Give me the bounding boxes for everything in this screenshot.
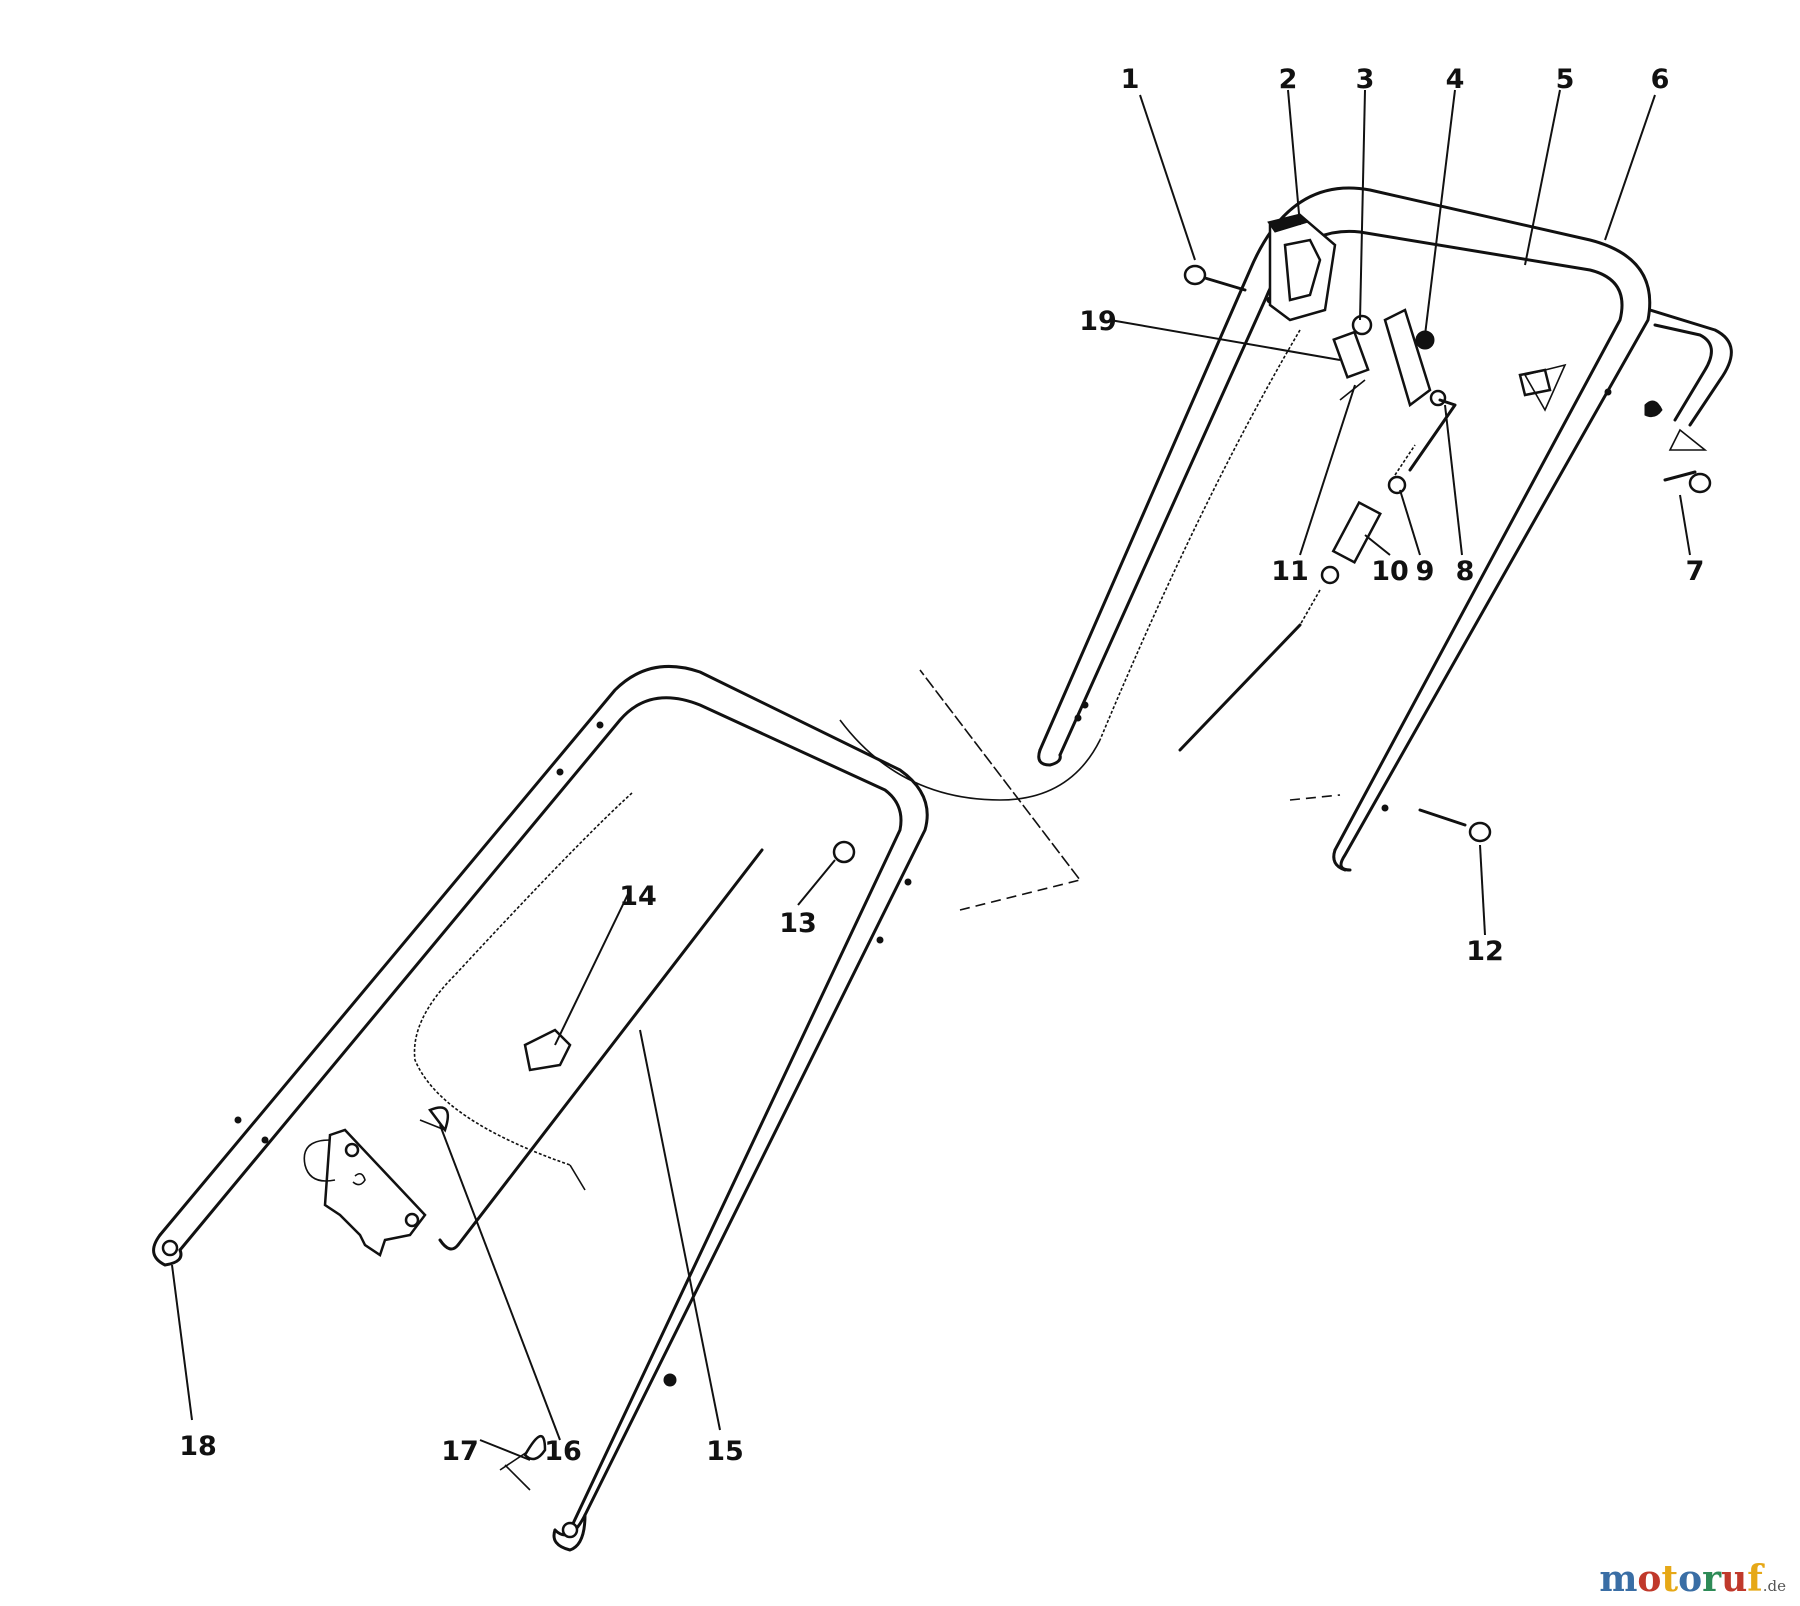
bolt-1 [1183, 264, 1247, 292]
control-bracket [1267, 213, 1337, 322]
callout-13: 13 [779, 908, 817, 939]
callout-16: 16 [544, 1436, 582, 1467]
callout-10: 10 [1371, 556, 1409, 587]
nut [832, 840, 856, 864]
callout-2: 2 [1279, 64, 1298, 95]
watermark-letter: o [1637, 1558, 1662, 1600]
callout-11: 11 [1271, 556, 1309, 587]
watermark-letter: o [1678, 1558, 1703, 1600]
watermark-logo: motoruf.de [1599, 1558, 1786, 1600]
watermark-letter: t [1661, 1558, 1679, 1600]
control-rod [438, 848, 764, 1251]
assembly-guide-line [919, 669, 1082, 911]
control-cable-lower [413, 792, 633, 1191]
watermark-letter: u [1721, 1558, 1748, 1600]
callout-labels: 1 2 3 4 5 6 19 11 10 9 8 7 12 13 14 15 1… [179, 64, 1704, 1467]
hairpin [419, 1106, 547, 1491]
mounting-plate [303, 1128, 427, 1257]
watermark-letter: m [1599, 1558, 1638, 1600]
upper-handle [1037, 186, 1733, 872]
callout-8: 8 [1456, 556, 1475, 587]
callout-15: 15 [706, 1436, 744, 1467]
callout-1: 1 [1121, 64, 1140, 95]
leader-lines [171, 89, 1691, 1461]
callout-17: 17 [441, 1436, 479, 1467]
callout-4: 4 [1446, 64, 1465, 95]
callout-9: 9 [1416, 556, 1435, 587]
watermark-letter: f [1747, 1558, 1763, 1600]
lower-handle [152, 664, 929, 1552]
cable-clip [523, 1028, 572, 1072]
callout-14: 14 [619, 881, 657, 912]
watermark-letter: r [1702, 1558, 1722, 1600]
callout-12: 12 [1466, 936, 1504, 967]
bolt-12 [1418, 808, 1492, 843]
callout-19: 19 [1079, 306, 1117, 337]
callout-18: 18 [179, 1431, 217, 1462]
watermark-suffix: .de [1762, 1577, 1786, 1595]
linkage-parts [1178, 308, 1712, 752]
callout-3: 3 [1356, 64, 1375, 95]
callout-7: 7 [1686, 556, 1705, 587]
callout-5: 5 [1556, 64, 1575, 95]
callout-6: 6 [1651, 64, 1670, 95]
